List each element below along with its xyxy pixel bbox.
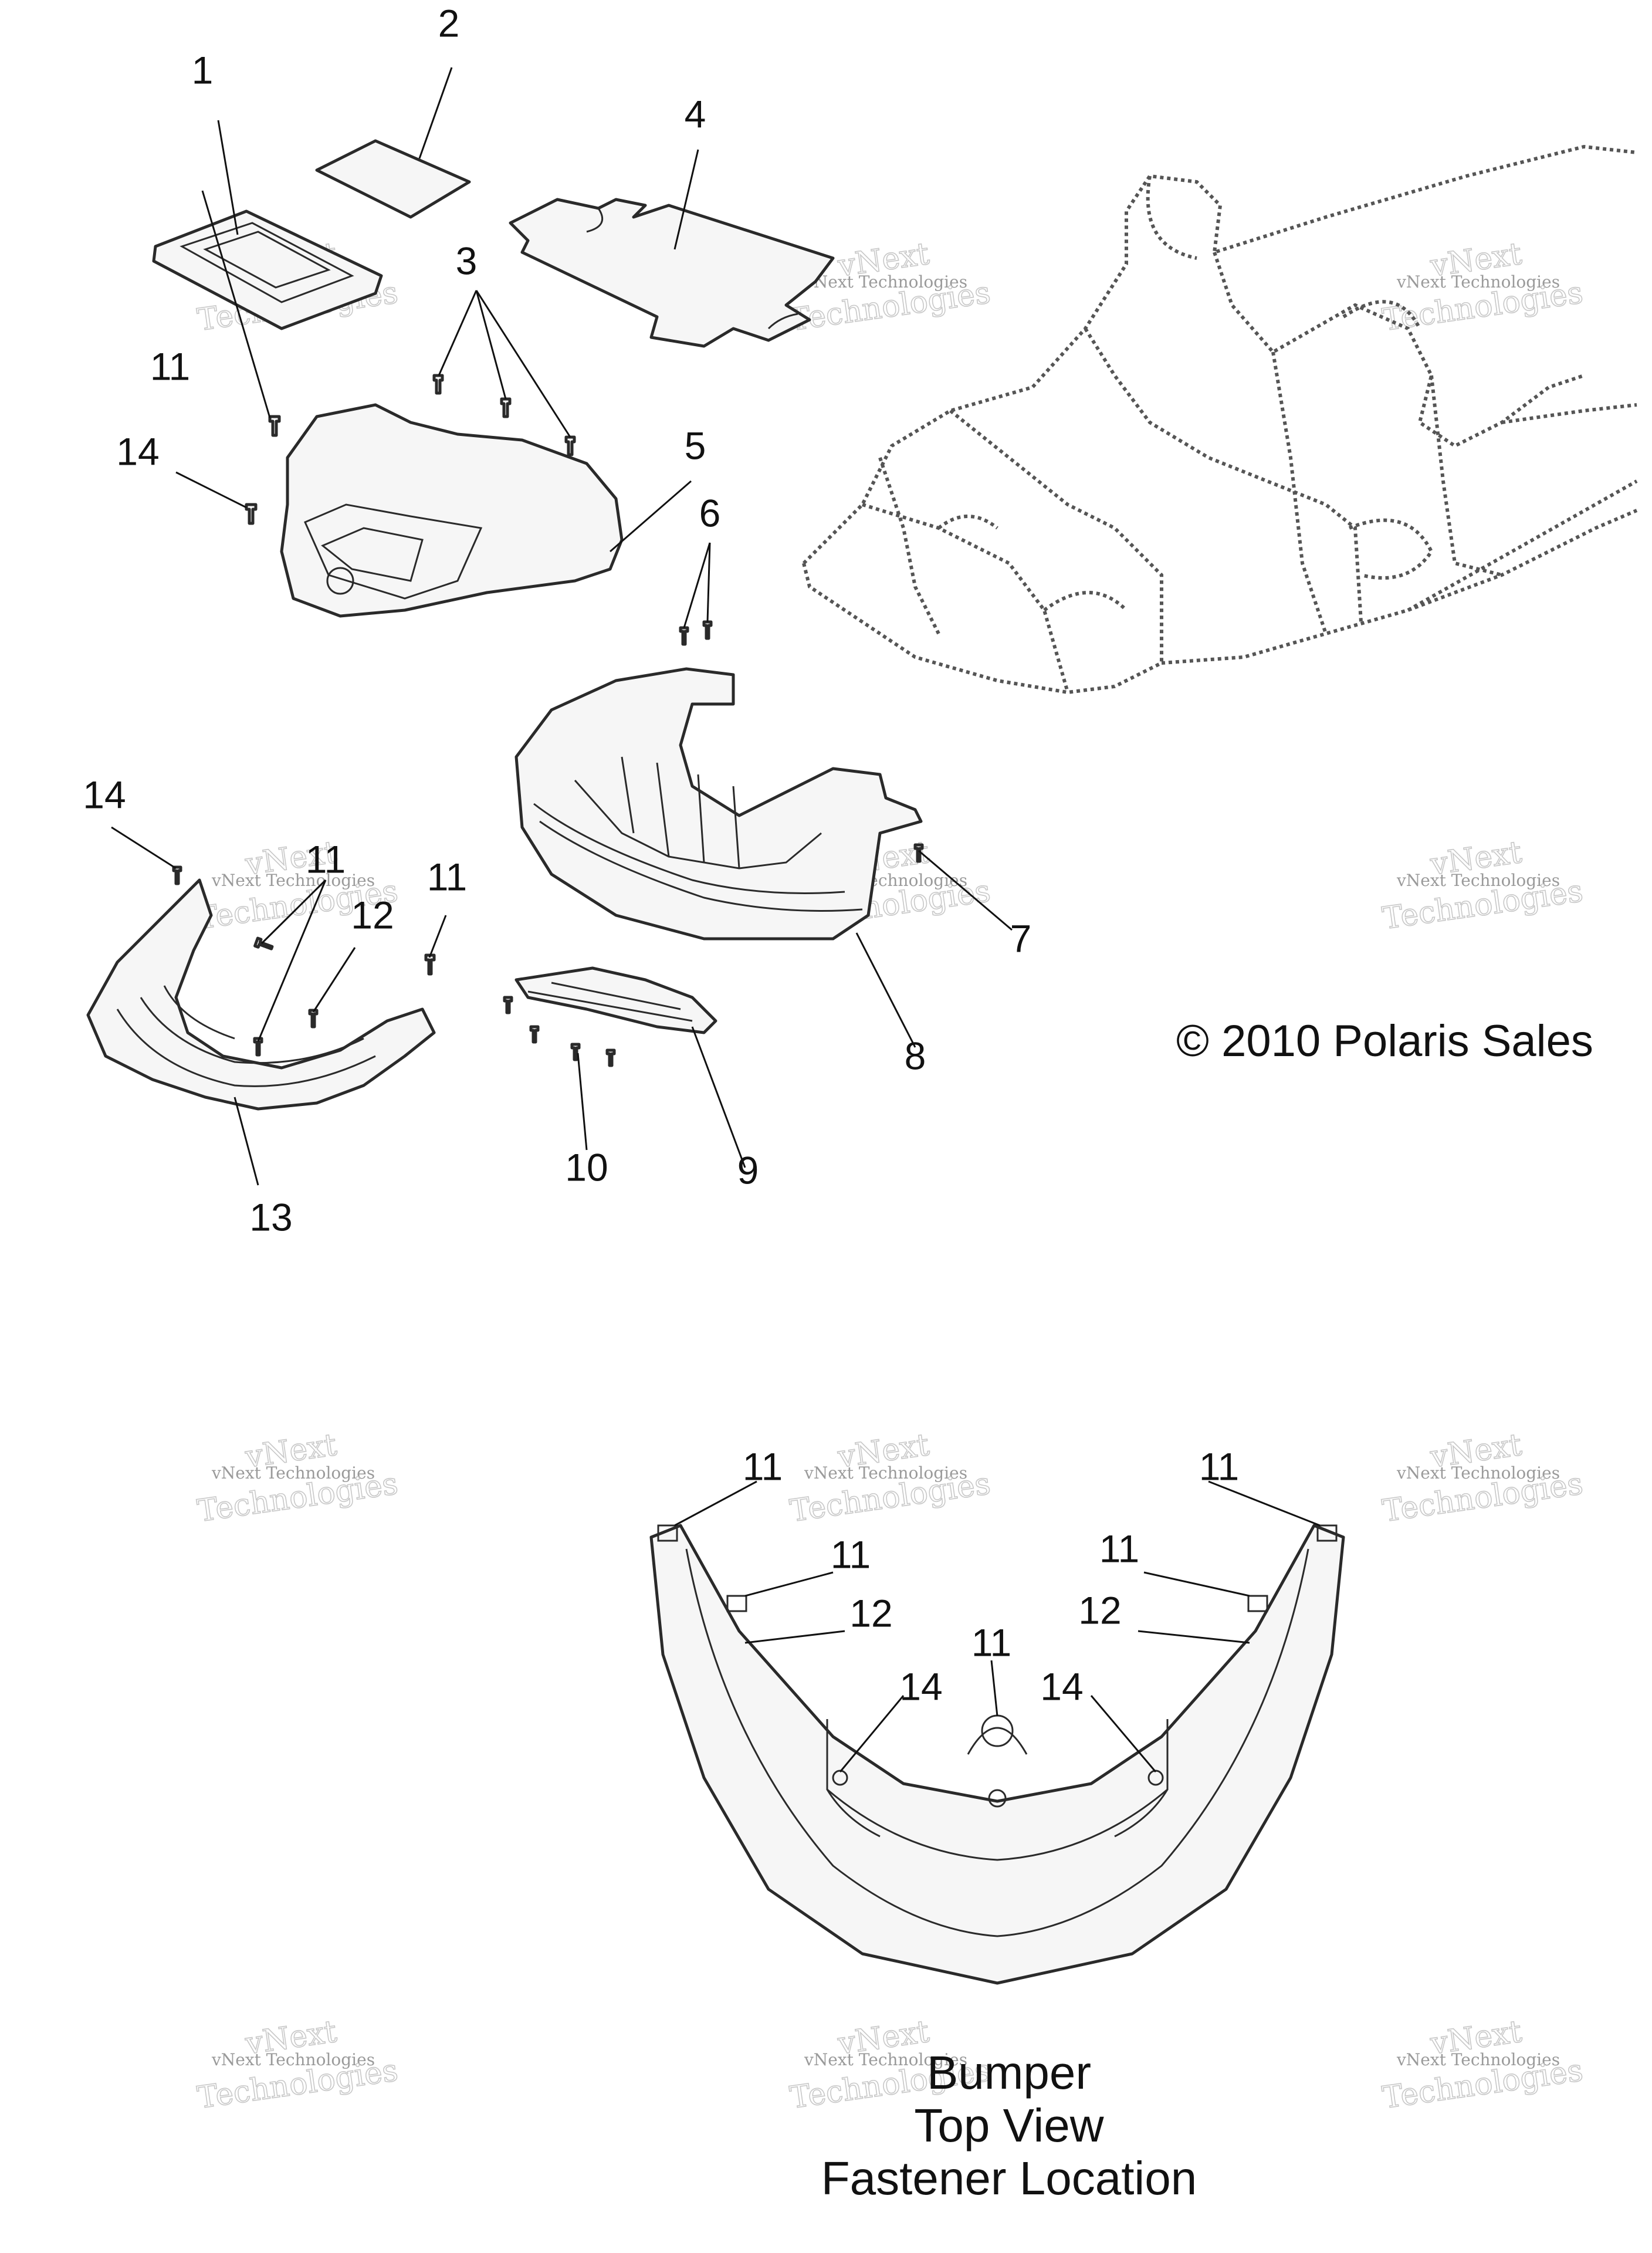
callout-11: 11: [1199, 1445, 1240, 1488]
svg-text:vNext Technologies: vNext Technologies: [1396, 871, 1560, 890]
svg-text:vNext Technologies: vNext Technologies: [211, 871, 375, 890]
callout-14: 14: [83, 773, 126, 816]
chassis-frame: [802, 144, 1638, 695]
callout-11: 11: [150, 344, 191, 388]
callout-6: 6: [699, 491, 721, 535]
callout-7: 7: [1010, 916, 1032, 960]
callout-11: 11: [831, 1533, 871, 1576]
svg-text:vNext Technologies: vNext Technologies: [804, 2050, 967, 2069]
callout-14: 14: [116, 429, 159, 473]
copyright-notice: © 2010 Polaris Sales: [1176, 1016, 1593, 1066]
callout-13: 13: [249, 1195, 292, 1239]
part-2-decal: [315, 139, 471, 219]
watermark: vNext vNext Technologies Technologies: [195, 1427, 401, 1530]
part-8-nosepan: [514, 667, 923, 941]
callout-3: 3: [456, 239, 478, 282]
svg-text:vNext Technologies: vNext Technologies: [1396, 272, 1560, 292]
callout-10: 10: [565, 1145, 608, 1189]
fasteners-3: [432, 374, 576, 456]
fastener-7: [913, 843, 924, 863]
caption-line-3: Fastener Location: [821, 2152, 1197, 2204]
callout-14: 14: [899, 1665, 942, 1708]
callout-12: 12: [849, 1591, 892, 1635]
callout-8: 8: [905, 1034, 926, 1077]
fasteners-console: [245, 415, 281, 525]
part-13-bumper: [86, 878, 436, 1111]
callout-11: 11: [427, 855, 468, 898]
callout-12: 12: [351, 893, 394, 936]
callout-9: 9: [737, 1148, 759, 1192]
callout-numbers: 1 2 3 4 5 6 7 8 9 10 11 11 11 12 13 14 1…: [83, 1, 1239, 1708]
watermark: vNext vNext Technologies Technologies: [195, 2014, 401, 2116]
view-caption: Bumper Top View Fastener Location: [821, 2046, 1197, 2204]
part-4-pad: [509, 198, 835, 348]
watermark: vNext vNext Technologies Technologies: [1380, 834, 1586, 937]
watermark-group: vNext vNext Technologies Technologies vN…: [195, 236, 1586, 2116]
caption-line-1: Bumper: [927, 2046, 1091, 2099]
callout-11: 11: [971, 1621, 1012, 1664]
part-1-panel: [152, 209, 383, 330]
watermark: vNext vNext Technologies Technologies: [1380, 236, 1586, 339]
callout-11: 11: [306, 837, 346, 881]
watermark: vNext vNext Technologies Technologies: [1380, 2014, 1586, 2116]
fasteners-10: [503, 996, 616, 1067]
callout-14: 14: [1040, 1665, 1083, 1708]
leader-lines: [111, 67, 1321, 1772]
svg-text:vNext Technologies: vNext Technologies: [804, 1463, 967, 1483]
callout-5: 5: [685, 424, 706, 467]
svg-text:vNext Technologies: vNext Technologies: [1396, 1463, 1560, 1483]
callout-11: 11: [1099, 1527, 1140, 1570]
callout-11: 11: [743, 1445, 783, 1488]
caption-line-2: Top View: [914, 2099, 1103, 2151]
callout-1: 1: [192, 48, 214, 92]
fasteners-bumper: [172, 865, 436, 1057]
part-9-skidplate: [514, 966, 717, 1034]
svg-text:vNext Technologies: vNext Technologies: [211, 1463, 375, 1483]
callout-12: 12: [1078, 1588, 1121, 1632]
callout-2: 2: [438, 1, 460, 45]
fasteners-6: [679, 620, 713, 646]
svg-text:vNext Technologies: vNext Technologies: [211, 2050, 375, 2069]
callout-4: 4: [685, 92, 706, 136]
watermark: vNext vNext Technologies Technologies: [787, 236, 993, 339]
watermark: vNext vNext Technologies Technologies: [787, 1427, 993, 1530]
part-5-console: [280, 403, 624, 618]
svg-text:vNext Technologies: vNext Technologies: [804, 272, 967, 292]
svg-text:vNext Technologies: vNext Technologies: [1396, 2050, 1560, 2069]
watermark: vNext vNext Technologies Technologies: [1380, 1427, 1586, 1530]
